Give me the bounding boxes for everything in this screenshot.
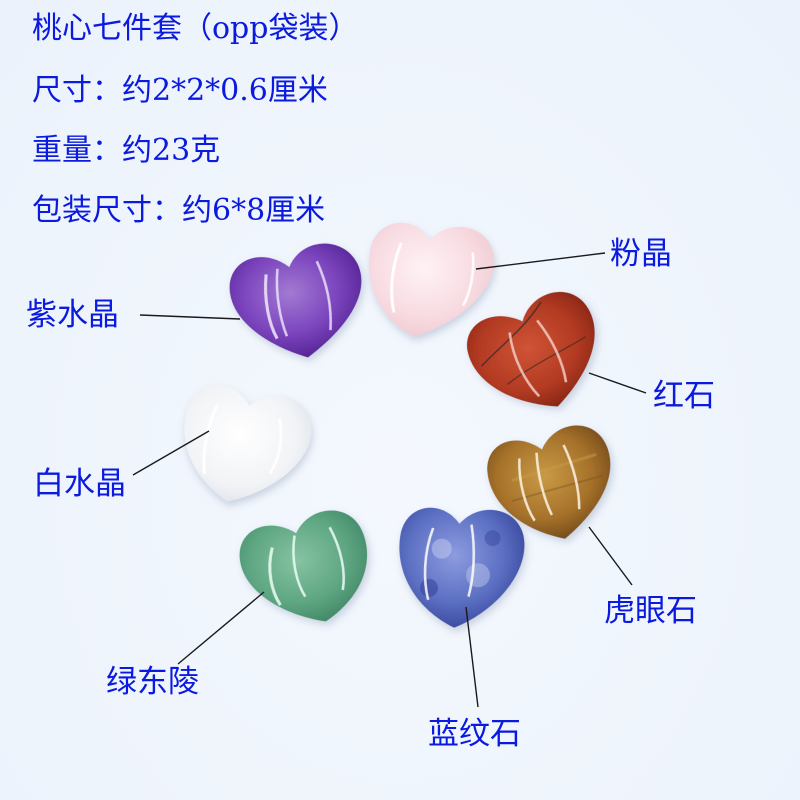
leader-line-tiger-eye bbox=[588, 526, 633, 586]
tiger-eye-heart bbox=[487, 425, 611, 539]
label-red-jasper: 红石 bbox=[653, 378, 715, 414]
spec-size: 尺寸：约2*2*0.6厘米 bbox=[32, 73, 328, 108]
leader-line-clear-quartz bbox=[132, 430, 210, 476]
label-amethyst: 紫水晶 bbox=[26, 297, 119, 333]
sodalite-heart bbox=[399, 507, 525, 628]
leader-line-amethyst bbox=[139, 314, 241, 320]
label-clear-quartz: 白水晶 bbox=[33, 466, 126, 502]
leader-line-sodalite bbox=[465, 606, 479, 708]
label-green-aventurine: 绿东陵 bbox=[106, 664, 199, 700]
label-rose-quartz: 粉晶 bbox=[610, 236, 672, 272]
spec-weight: 重量：约23克 bbox=[32, 133, 221, 168]
leader-line-green-aventurine bbox=[177, 591, 265, 665]
spec-package-size: 包装尺寸：约6*8厘米 bbox=[32, 193, 326, 228]
rose-quartz-heart bbox=[368, 222, 494, 337]
leader-line-red-jasper bbox=[588, 372, 647, 394]
red-jasper-heart bbox=[467, 292, 595, 407]
amethyst-heart bbox=[229, 243, 362, 358]
label-sodalite: 蓝纹石 bbox=[428, 716, 521, 752]
spec-title: 桃心七件套（opp袋装） bbox=[32, 11, 359, 46]
label-tiger-eye: 虎眼石 bbox=[604, 593, 697, 629]
clear-quartz-heart bbox=[184, 385, 312, 502]
leader-line-rose-quartz bbox=[475, 252, 606, 270]
green-aventurine-heart bbox=[239, 510, 367, 622]
